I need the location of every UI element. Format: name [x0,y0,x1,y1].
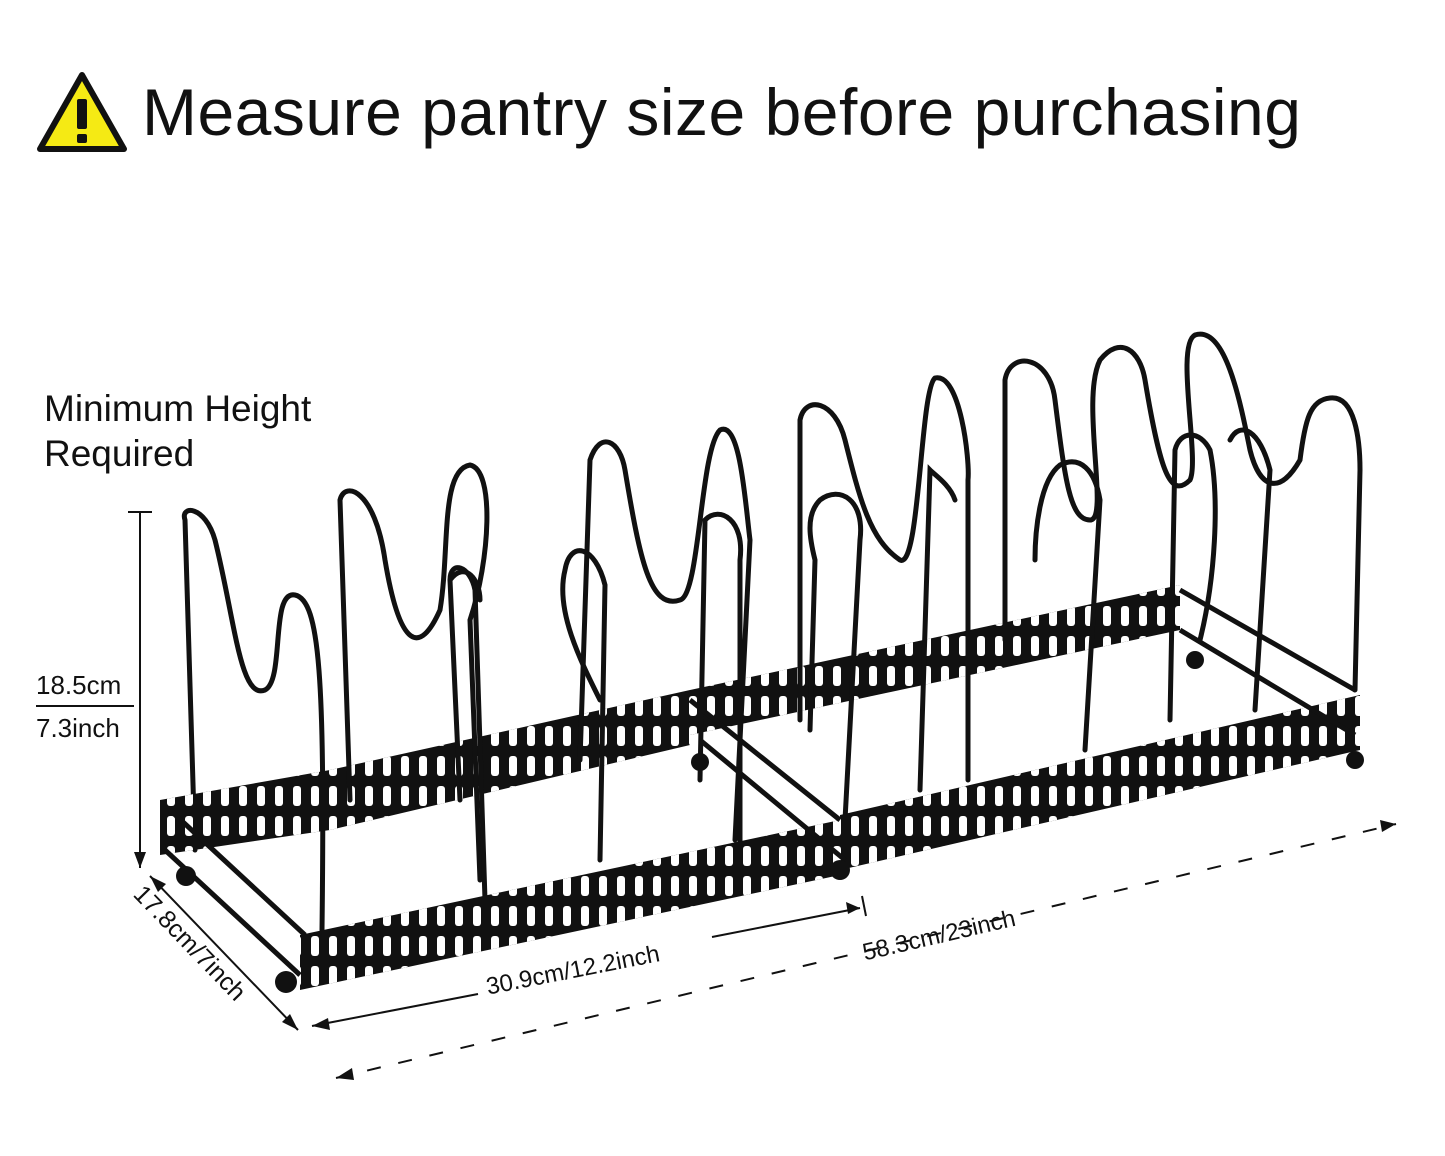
minimum-height-line2: Required [44,433,195,474]
height-cm-label: 18.5cm [36,670,134,707]
dimension-arrows [134,820,1396,1080]
dimension-lines [128,511,1397,1079]
minimum-height-line1: Minimum Height [44,388,312,429]
minimum-height-label: Minimum Height Required [44,386,311,476]
warning-triangle-icon [37,72,127,152]
rack-feet [176,651,1364,993]
height-inch-label: 7.3inch [36,713,120,743]
height-dimension: 18.5cm 7.3inch [36,670,136,744]
headline-text: Measure pantry size before purchasing [142,75,1302,149]
rack-wires [181,331,1363,933]
rack-front-rail [160,695,1360,990]
headline: Measure pantry size before purchasing [36,62,1301,162]
